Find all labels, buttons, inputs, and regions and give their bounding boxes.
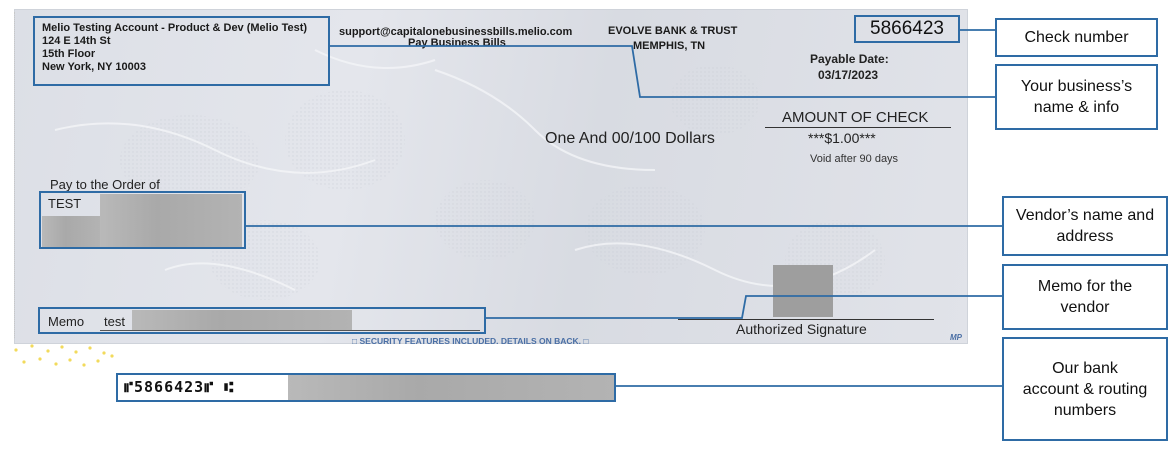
void-notice: Void after 90 days xyxy=(810,153,899,165)
support-email: support@capitalonebusinessbills.melio.co… xyxy=(339,26,573,38)
callout-check-number-text: Check number xyxy=(1024,29,1129,46)
callout-vendor-info: Vendor’s name and address xyxy=(1002,196,1168,256)
lock-icon: □ xyxy=(583,336,589,346)
memo-label: Memo xyxy=(48,314,85,329)
address-line-1: 124 E 14th St xyxy=(42,35,111,47)
callout-bank-info-text: Our bank account & routing numbers xyxy=(1022,359,1148,419)
amount-underline xyxy=(765,127,951,128)
payable-date: 03/17/2023 xyxy=(818,68,879,82)
payable-date-label: Payable Date: xyxy=(810,52,889,66)
callout-check-number: Check number xyxy=(995,18,1158,57)
signature-redaction xyxy=(773,265,833,317)
memo-redaction xyxy=(132,310,352,330)
micr-line: ⑈5866423⑈ ⑆ xyxy=(124,378,235,396)
check-perforation xyxy=(14,12,17,338)
amount-in-words: One And 00/100 Dollars xyxy=(545,130,715,147)
pay-to-label: Pay to the Order of xyxy=(50,177,160,192)
address-line-2: 15th Floor xyxy=(42,48,96,60)
callout-memo: Memo for the vendor xyxy=(1002,264,1168,330)
callout-business-info-text: Your business’s name & info xyxy=(1020,78,1133,116)
payee-address-redaction xyxy=(42,216,100,248)
check-number-box: 5866423 xyxy=(854,15,960,43)
callout-memo-text: Memo for the vendor xyxy=(1037,278,1133,316)
payee-redaction xyxy=(100,194,242,248)
payee-name: TEST xyxy=(48,196,82,211)
amount-of-check-label: AMOUNT OF CHECK xyxy=(782,109,929,126)
callout-business-info: Your business’s name & info xyxy=(995,64,1158,130)
decorative-dots xyxy=(14,344,114,367)
callout-bank-info: Our bank account & routing numbers xyxy=(1002,337,1168,441)
vendor-info-highlight xyxy=(39,191,246,249)
company-name: Melio Testing Account - Product & Dev (M… xyxy=(42,22,308,34)
security-notice-text: SECURITY FEATURES INCLUDED. DETAILS ON B… xyxy=(359,336,581,346)
amount-numeric: ***$1.00*** xyxy=(808,130,876,146)
account-routing-redaction xyxy=(288,374,614,400)
bank-city: MEMPHIS, TN xyxy=(633,40,706,52)
signature-label: Authorized Signature xyxy=(736,321,867,337)
address-line-3: New York, NY 10003 xyxy=(42,61,146,73)
lock-icon: □ xyxy=(352,336,358,346)
signature-line xyxy=(678,319,934,320)
memo-value: test xyxy=(104,314,125,329)
callout-vendor-info-text: Vendor’s name and address xyxy=(1015,207,1155,245)
check-number: 5866423 xyxy=(870,18,944,39)
pay-business-bills: Pay Business Bills xyxy=(408,37,506,49)
bank-info-highlight xyxy=(116,373,616,402)
business-info-block: Melio Testing Account - Product & Dev (M… xyxy=(42,22,332,74)
business-info-highlight xyxy=(33,16,330,86)
bank-name: EVOLVE BANK & TRUST xyxy=(608,25,738,37)
memo-line xyxy=(100,330,480,331)
security-notice: □ SECURITY FEATURES INCLUDED. DETAILS ON… xyxy=(352,336,589,346)
memo-highlight xyxy=(38,307,486,334)
mp-mark: MP xyxy=(950,333,962,342)
